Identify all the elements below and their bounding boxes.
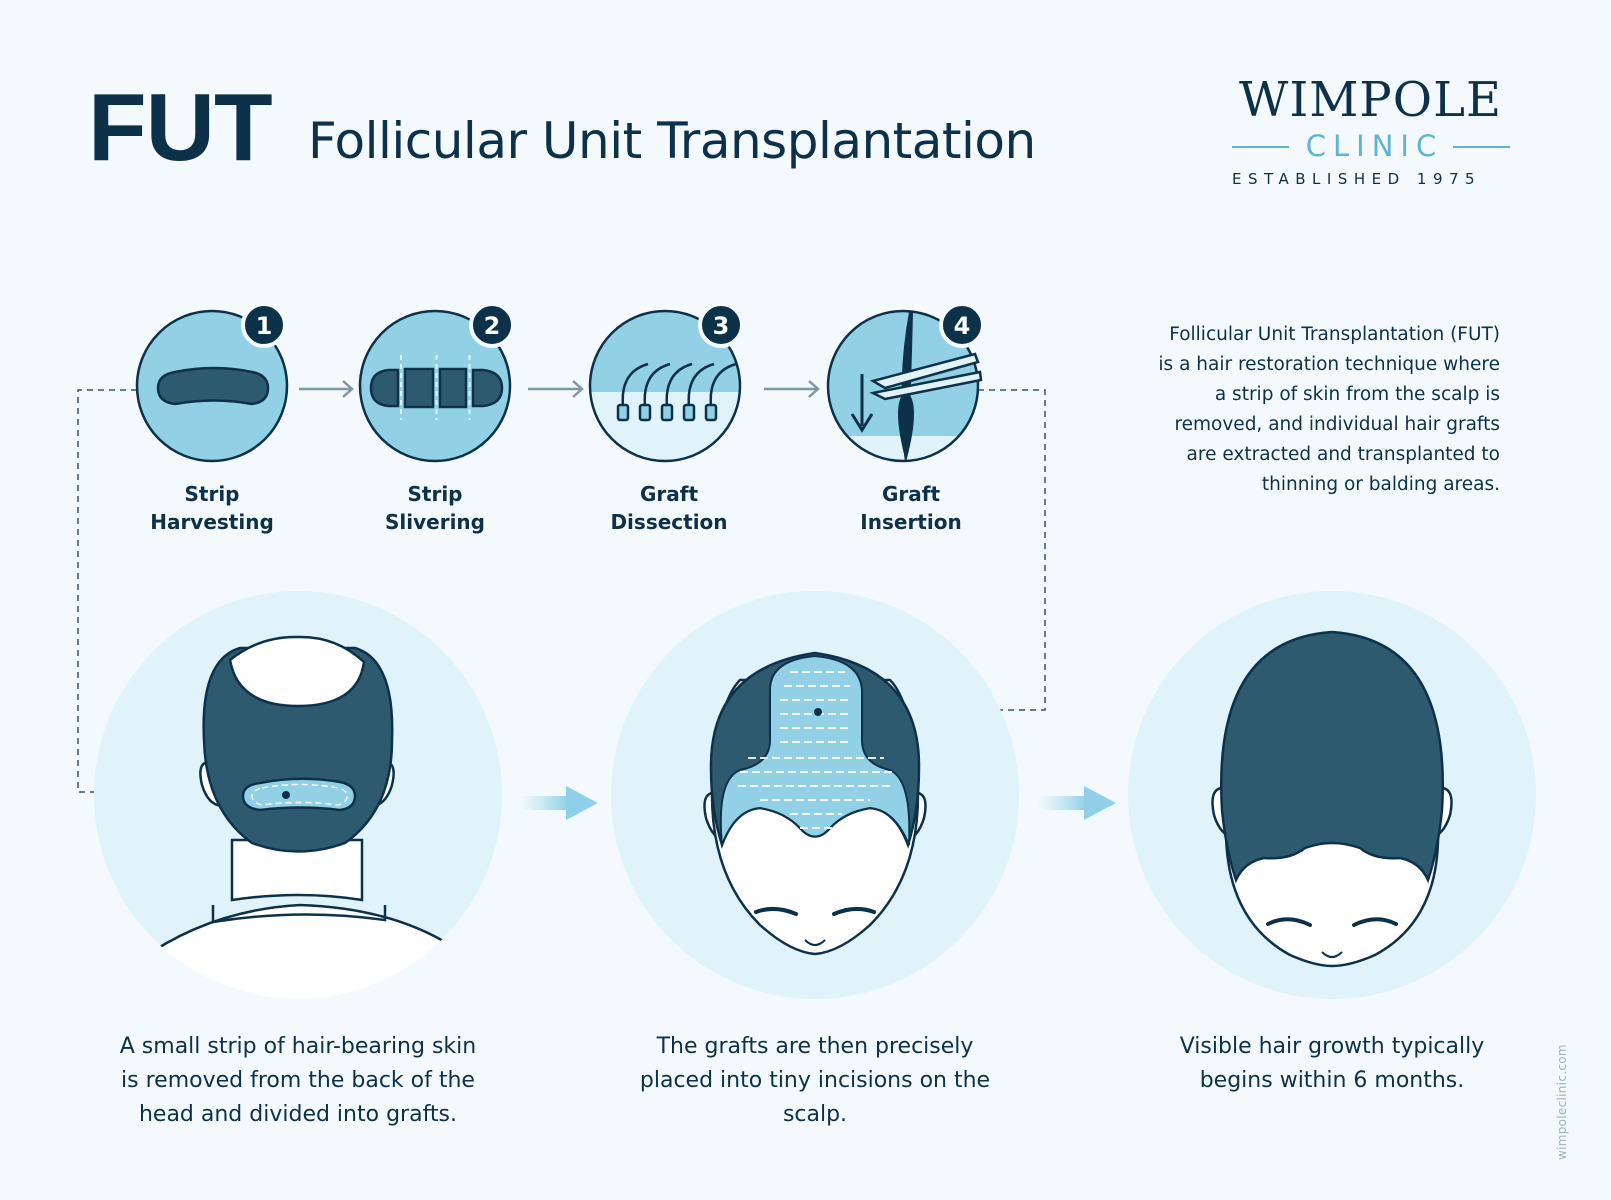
step-4-number: 4 bbox=[954, 312, 971, 340]
step-2-label-line2: Slivering bbox=[385, 510, 485, 534]
step-1-label-line2: Harvesting bbox=[150, 510, 274, 534]
step-2-label-line1: Strip bbox=[407, 482, 463, 506]
sliced-strip-icon bbox=[369, 355, 504, 420]
clinic-logo-sub: CLINIC bbox=[1305, 129, 1444, 163]
step-1-badge bbox=[241, 302, 287, 348]
step-3-label-line1: Graft bbox=[639, 482, 699, 506]
step-arrows bbox=[299, 380, 820, 398]
step-2-number: 2 bbox=[484, 312, 501, 340]
page-title: Follicular Unit Transplantation bbox=[308, 112, 1036, 170]
step-4-label-line2: Insertion bbox=[860, 510, 962, 534]
bald-crown-icon bbox=[228, 635, 366, 708]
website-url: wimpoleclinic.com bbox=[1555, 1044, 1569, 1160]
arrow-2-to-3-icon bbox=[528, 380, 584, 398]
step-badges: 1 2 3 4 bbox=[241, 302, 985, 348]
step-1-label: Strip Harvesting bbox=[132, 480, 292, 536]
logo-rule-left bbox=[1232, 145, 1289, 148]
intro-paragraph: Follicular Unit Transplantation (FUT) is… bbox=[1158, 324, 1500, 495]
step-3-badge bbox=[698, 302, 744, 348]
step-1-number: 1 bbox=[256, 312, 273, 340]
clinic-established: ESTABLISHED 1975 bbox=[1232, 170, 1482, 188]
title-abbreviation: FUT bbox=[88, 74, 273, 181]
clinic-logo-subrow: CLINIC bbox=[1232, 132, 1510, 161]
graft-area-icon bbox=[719, 654, 911, 846]
step-3-label-line2: Dissection bbox=[610, 510, 728, 534]
step-2-label: Strip Slivering bbox=[355, 480, 515, 536]
caption-step-harvest: A small strip of hair-bearing skin is re… bbox=[119, 1034, 477, 1127]
step-2-badge bbox=[469, 302, 515, 348]
step-4-label: Graft Insertion bbox=[831, 480, 991, 536]
arrow-3-to-4-icon bbox=[764, 380, 820, 398]
hair-grafts-icon bbox=[616, 362, 737, 422]
large-arrow-2-icon bbox=[1038, 786, 1116, 820]
step-1-label-line1: Strip bbox=[184, 482, 240, 506]
step-4-badge bbox=[939, 302, 985, 348]
clinic-logo-name: WIMPOLE bbox=[1238, 72, 1502, 128]
large-arrow-1-icon bbox=[520, 786, 598, 820]
donor-head-illustration bbox=[94, 591, 502, 999]
step-4-label-line1: Graft bbox=[881, 482, 941, 506]
caption-step-placement: The grafts are then precisely placed int… bbox=[639, 1034, 991, 1127]
recipient-head-illustration bbox=[611, 591, 1019, 999]
step-2-circle bbox=[358, 309, 512, 463]
step-3-label: Graft Dissection bbox=[589, 480, 749, 536]
caption-step-growth: Visible hair growth typically begins wit… bbox=[1179, 1034, 1485, 1093]
arrow-1-to-2-icon bbox=[299, 380, 354, 398]
step-3-number: 3 bbox=[713, 312, 730, 340]
step-1-circle bbox=[135, 309, 289, 463]
logo-rule-right bbox=[1453, 145, 1510, 148]
forceps-insertion-icon bbox=[850, 312, 983, 462]
skin-strip-icon bbox=[156, 366, 270, 406]
result-head-illustration bbox=[1128, 591, 1536, 999]
